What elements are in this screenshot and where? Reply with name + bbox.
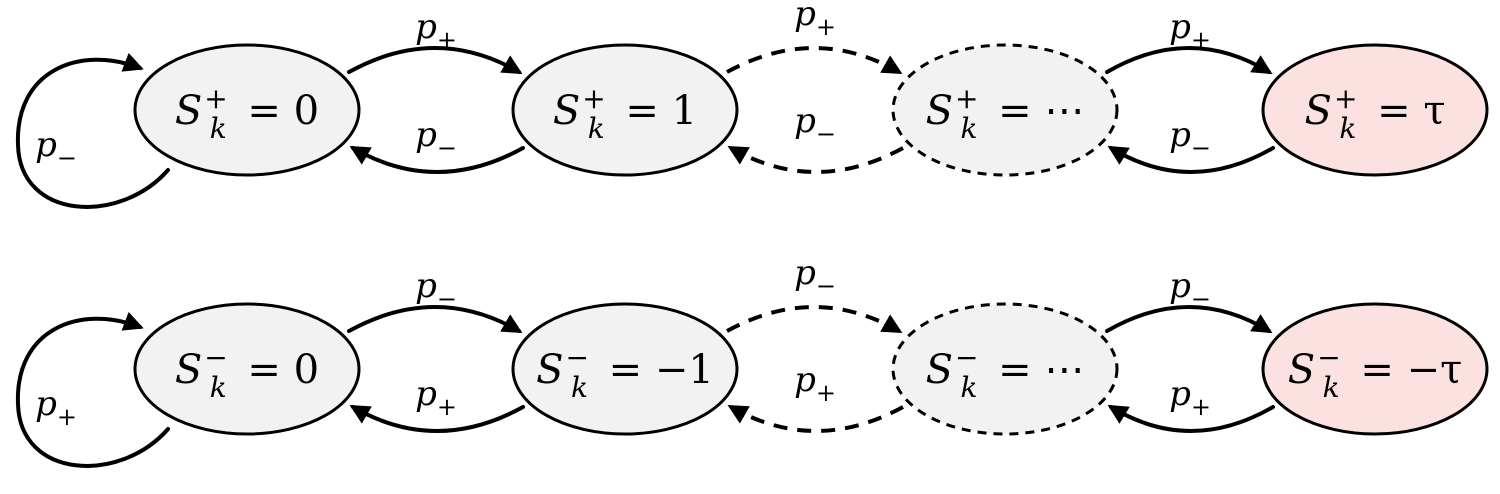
state-ellipse bbox=[1261, 43, 1489, 177]
backward-probability-label: p+ bbox=[1169, 374, 1211, 421]
forward-transition-arrow bbox=[726, 46, 903, 74]
state-ellipse bbox=[511, 302, 739, 436]
state-node: S−k = −1 bbox=[511, 302, 739, 436]
forward-probability-label: p− bbox=[794, 253, 836, 300]
forward-probability-label: p+ bbox=[1169, 7, 1211, 54]
state-label: S+k = ⋯ bbox=[926, 82, 1085, 145]
backward-transition-arrow bbox=[349, 404, 525, 433]
state-ellipse bbox=[891, 43, 1119, 177]
chain-positive: S+k = 0 S+k = 1 S+k = ⋯ S+k = τ bbox=[15, 43, 1489, 209]
forward-probability-label: p− bbox=[415, 266, 457, 313]
backward-probability-label: p− bbox=[415, 115, 457, 162]
state-node: S+k = ⋯ bbox=[891, 43, 1119, 177]
state-node: S−k = ⋯ bbox=[891, 302, 1119, 436]
backward-transition-arrow bbox=[1107, 404, 1275, 433]
backward-transition-arrow bbox=[349, 145, 525, 174]
forward-transition-arrow bbox=[1105, 305, 1273, 334]
state-label: S−k = 0 bbox=[175, 341, 319, 404]
state-ellipse bbox=[891, 302, 1119, 436]
forward-probability-label: p+ bbox=[794, 0, 836, 41]
state-node: S−k = 0 bbox=[133, 302, 361, 436]
backward-probability-label: p+ bbox=[794, 360, 836, 407]
forward-probability-label: p+ bbox=[415, 7, 457, 54]
chain-negative: S−k = 0 S−k = −1 S−k = ⋯ S−k = −τ bbox=[15, 302, 1489, 468]
backward-transition-arrow bbox=[1107, 145, 1275, 174]
state-node: S+k = 1 bbox=[511, 43, 739, 177]
backward-transition-arrow bbox=[727, 405, 904, 433]
backward-probability-label: p+ bbox=[415, 374, 457, 421]
state-label: S+k = 1 bbox=[553, 82, 697, 145]
state-label: S+k = 0 bbox=[175, 82, 319, 145]
state-label: S+k = τ bbox=[1305, 82, 1446, 145]
self-loop-arrow bbox=[15, 52, 170, 209]
backward-transition-arrow bbox=[727, 146, 904, 174]
state-ellipse bbox=[133, 43, 361, 177]
forward-transition-arrow bbox=[1105, 46, 1273, 75]
state-label: S−k = −1 bbox=[536, 341, 714, 404]
state-ellipse bbox=[1261, 302, 1489, 436]
backward-probability-label: p− bbox=[1169, 115, 1211, 162]
backward-probability-label: p− bbox=[794, 101, 836, 148]
state-ellipse bbox=[133, 302, 361, 436]
state-node: S+k = 0 bbox=[133, 43, 361, 177]
forward-transition-arrow bbox=[347, 305, 523, 334]
self-loop-probability-label: p+ bbox=[35, 384, 77, 431]
forward-probability-label: p− bbox=[1169, 266, 1211, 313]
forward-transition-arrow bbox=[347, 46, 523, 75]
state-label: S−k = −τ bbox=[1288, 341, 1462, 404]
state-ellipse bbox=[511, 43, 739, 177]
self-loop-probability-label: p− bbox=[35, 125, 77, 172]
state-label: S−k = ⋯ bbox=[926, 341, 1085, 404]
state-node: S−k = −τ bbox=[1261, 302, 1489, 436]
state-node: S+k = τ bbox=[1261, 43, 1489, 177]
forward-transition-arrow bbox=[726, 305, 903, 333]
self-loop-arrow bbox=[15, 311, 170, 468]
